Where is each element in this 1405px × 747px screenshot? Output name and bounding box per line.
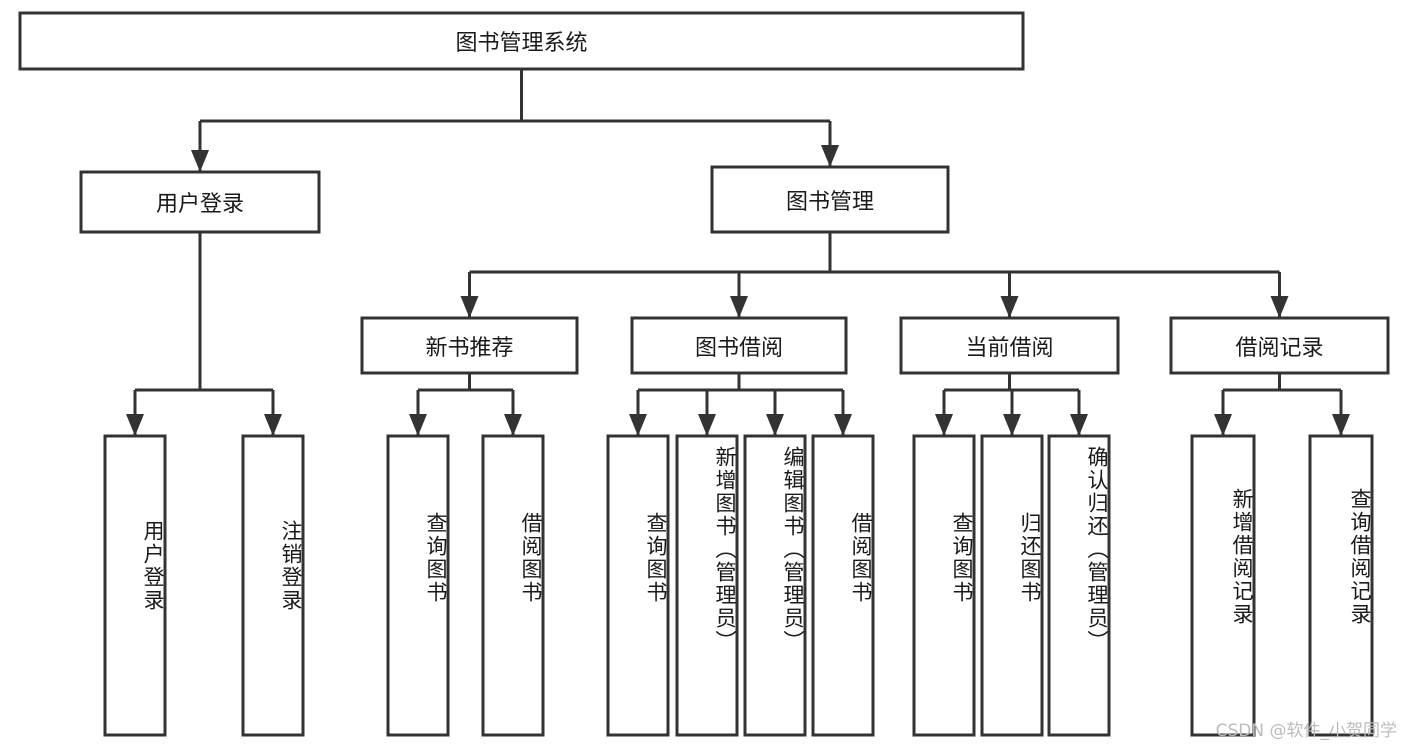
node-label-leaf-query-book-1: 查询图书 <box>424 512 448 604</box>
arrow-head-icon <box>1214 414 1232 436</box>
node-box-borrow-record[interactable] <box>1169 316 1390 375</box>
node-box-leaf-query-book-3[interactable] <box>912 434 976 737</box>
node-label-book-borrow: 图书借阅 <box>694 335 783 361</box>
node-label-leaf-logout: 注销登录 <box>279 520 303 612</box>
node-label-leaf-add-book: 新增图书（管理员） <box>713 446 737 653</box>
node-box-new-book-rec[interactable] <box>360 316 579 375</box>
node-label-leaf-user-login: 用户登录 <box>141 520 165 612</box>
arrow-head-icon <box>821 145 839 167</box>
watermark-text: CSDN @软件_小贺同学 <box>1215 721 1397 741</box>
node-box-leaf-borrow-book-2[interactable] <box>811 434 875 737</box>
node-label-user-login: 用户登录 <box>155 192 244 217</box>
arrow-head-icon <box>935 414 953 436</box>
arrow-head-icon <box>460 296 479 318</box>
arrow-head-icon <box>504 414 522 436</box>
node-label-current-borrow: 当前借阅 <box>965 335 1054 361</box>
node-box-leaf-logout[interactable] <box>241 434 305 737</box>
arrow-head-icon <box>1332 414 1350 436</box>
arrow-head-icon <box>834 414 852 436</box>
node-label-leaf-edit-book: 编辑图书（管理员） <box>781 446 805 653</box>
node-box-book-manage[interactable] <box>710 165 950 234</box>
node-box-user-login[interactable] <box>79 170 321 234</box>
arrow-head-icon <box>730 296 748 318</box>
node-box-leaf-return-book[interactable] <box>980 434 1044 737</box>
node-label-leaf-borrow-book-1: 借阅图书 <box>519 512 543 604</box>
arrow-head-icon <box>629 414 647 436</box>
arrow-head-icon <box>1070 414 1088 436</box>
node-label-leaf-query-record: 查询借阅记录 <box>1348 488 1372 626</box>
node-label-root: 图书管理系统 <box>455 31 588 56</box>
node-label-leaf-query-book-2: 查询图书 <box>644 512 668 604</box>
arrow-head-icon <box>1000 296 1019 318</box>
arrow-head-icon <box>766 414 784 436</box>
node-box-book-borrow[interactable] <box>630 316 848 375</box>
node-box-leaf-add-book[interactable] <box>675 434 739 737</box>
node-box-leaf-user-login[interactable] <box>103 434 167 737</box>
arrow-head-icon <box>126 414 144 436</box>
arrow-head-icon <box>1003 414 1021 436</box>
arrow-head-icon <box>698 414 716 436</box>
node-box-leaf-query-book-1[interactable] <box>386 434 450 737</box>
arrow-head-icon <box>409 414 427 436</box>
node-box-leaf-edit-book[interactable] <box>743 434 807 737</box>
node-box-leaf-borrow-book-1[interactable] <box>481 434 545 737</box>
node-box-leaf-confirm-return[interactable] <box>1047 434 1111 737</box>
arrow-head-icon <box>264 414 282 436</box>
node-label-leaf-borrow-book-2: 借阅图书 <box>849 512 873 604</box>
node-box-current-borrow[interactable] <box>899 316 1120 375</box>
node-label-leaf-return-book: 归还图书 <box>1018 512 1042 604</box>
node-box-root[interactable] <box>18 11 1025 71</box>
node-box-leaf-query-book-2[interactable] <box>606 434 670 737</box>
arrow-head-icon <box>1270 296 1289 318</box>
node-label-new-book-rec: 新书推荐 <box>425 335 514 361</box>
arrow-head-icon <box>191 150 209 172</box>
node-label-leaf-add-record: 新增借阅记录 <box>1230 488 1254 626</box>
node-box-leaf-add-record[interactable] <box>1190 434 1256 737</box>
node-box-leaf-query-record[interactable] <box>1308 434 1374 737</box>
node-label-leaf-query-book-3: 查询图书 <box>950 512 974 604</box>
node-label-leaf-confirm-return: 确认归还（管理员） <box>1085 446 1109 653</box>
node-label-book-manage: 图书管理 <box>785 189 874 215</box>
node-label-borrow-record: 借阅记录 <box>1235 335 1324 361</box>
